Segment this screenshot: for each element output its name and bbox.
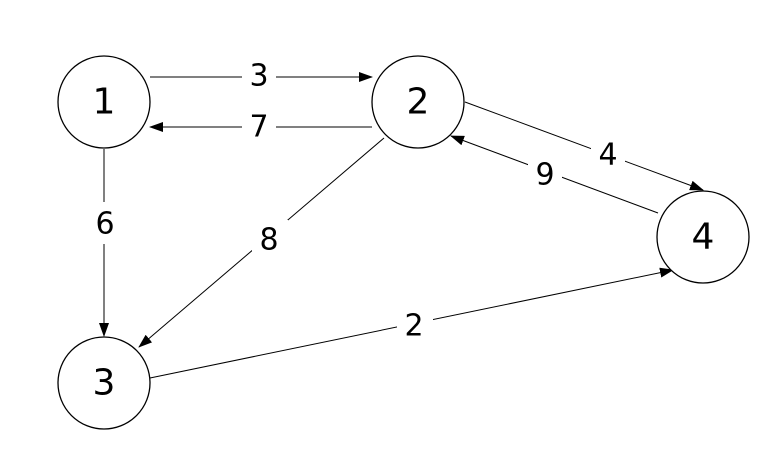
node-circle <box>371 55 465 149</box>
edge-1-to-3: 6 <box>88 149 122 337</box>
node-label: 3 <box>93 363 116 404</box>
edge-2-to-1: 7 <box>149 108 372 146</box>
edge-1-to-2: 3 <box>150 57 373 95</box>
edge-weight-label: 7 <box>249 110 268 145</box>
edge-2-to-3: 8 <box>138 137 385 348</box>
node-circle <box>57 55 151 149</box>
edge-weight-label: 6 <box>95 207 114 242</box>
node-circle <box>656 190 750 284</box>
edge-2-to-4: 4 <box>464 101 704 191</box>
edge-3-to-4: 2 <box>149 267 674 379</box>
edge-weight-label: 2 <box>404 309 423 344</box>
edge-weight-label: 4 <box>598 138 617 173</box>
node-label: 1 <box>93 82 116 123</box>
node-2: 2 <box>371 55 465 149</box>
node-4: 4 <box>656 190 750 284</box>
node-1: 1 <box>57 55 151 149</box>
edge-4-to-2: 9 <box>450 135 659 214</box>
edge-line <box>464 101 704 191</box>
node-3: 3 <box>57 336 151 430</box>
edge-weight-label: 9 <box>535 158 554 193</box>
edge-weight-label: 8 <box>259 223 278 258</box>
node-label: 2 <box>407 82 430 123</box>
node-circle <box>57 336 151 430</box>
node-label: 4 <box>692 217 715 258</box>
edge-weight-label: 3 <box>249 59 268 94</box>
